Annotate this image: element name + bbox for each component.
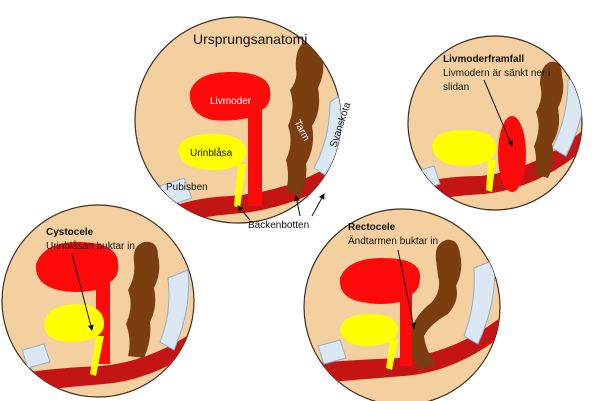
uterus-shape xyxy=(498,116,526,192)
label-arrow xyxy=(397,249,416,329)
pelvic-floor-band xyxy=(150,160,341,223)
cystocele-line-1: Urinblåsan buktar in xyxy=(46,240,135,252)
rectocele-heading: Rectocele xyxy=(348,222,396,233)
panel-original-anatomy: Ursprungsanatomi Livmoder Urinblåsa Tarm… xyxy=(134,16,353,231)
prolapse-line-1: Livmodern är sänkt ner i xyxy=(443,68,550,79)
intestine-shape xyxy=(409,239,462,370)
bladder-shape xyxy=(340,314,398,346)
pubic-bone-shape xyxy=(317,339,347,365)
panel-uterine-prolapse: Livmoderframfall Livmodern är sänkt ner … xyxy=(407,35,583,211)
urethra-shape xyxy=(234,164,246,208)
label-arrow xyxy=(294,195,301,217)
tailbone-shape xyxy=(159,269,190,351)
bladder-shape xyxy=(44,304,104,342)
uterus-shape xyxy=(339,258,420,366)
label-uterus: Livmoder xyxy=(210,96,252,107)
urethra-shape xyxy=(90,336,104,376)
label-pubic-bone: Pubisben xyxy=(166,182,208,193)
panel-original-title: Ursprungsanatomi xyxy=(193,31,307,47)
pelvic-floor-band xyxy=(410,124,582,204)
uterus-shape xyxy=(189,72,271,206)
urethra-shape xyxy=(386,340,398,370)
label-arrow xyxy=(71,253,94,331)
panel-rectocele: Rectocele Ändtarmen buktar in xyxy=(303,208,501,401)
intestine-shape xyxy=(126,241,160,358)
intestine-shape xyxy=(534,61,564,178)
prolapse-line-2: slidan xyxy=(443,82,469,93)
bladder-shape xyxy=(178,134,246,170)
tailbone-shape xyxy=(463,259,496,345)
pubic-bone-shape xyxy=(21,343,51,369)
cystocele-heading: Cystocele xyxy=(46,227,94,238)
label-bladder: Urinblåsa xyxy=(190,147,233,159)
label-arrow xyxy=(311,193,325,217)
panel-cystocele: Cystocele Urinblåsan buktar in xyxy=(1,204,195,398)
pelvic-floor-band xyxy=(304,318,500,384)
label-pelvic-floor: Bäckenbotten xyxy=(248,220,309,231)
pelvic-floor-band xyxy=(2,330,194,396)
prolapse-heading: Livmoderframfall xyxy=(443,54,524,65)
label-arrow xyxy=(237,205,251,221)
rectocele-line-1: Ändtarmen buktar in xyxy=(348,235,438,247)
label-arrow xyxy=(483,79,513,147)
bladder-shape xyxy=(432,130,496,166)
intestine-shape xyxy=(286,39,324,196)
urethra-shape xyxy=(486,160,496,192)
